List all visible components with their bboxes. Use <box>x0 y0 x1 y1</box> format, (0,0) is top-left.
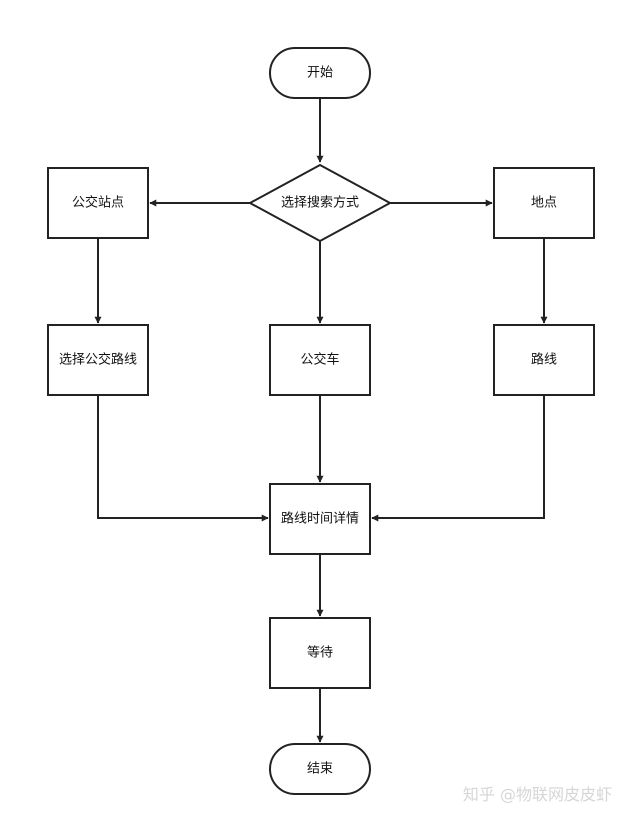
edge-choose-route-to-details <box>97 395 269 522</box>
node-choose-route: 选择公交路线 <box>47 324 149 396</box>
node-end: 结束 <box>269 743 371 795</box>
start-label: 开始 <box>307 66 333 81</box>
choose-label: 选择搜索方式 <box>281 195 359 211</box>
place-box <box>493 167 595 239</box>
place-label: 地点 <box>531 196 557 211</box>
start-terminator <box>269 47 371 99</box>
choose-decision <box>247 163 393 243</box>
choose-route-box <box>47 324 149 396</box>
wait-label: 等待 <box>307 645 333 661</box>
route-box <box>493 324 595 396</box>
route-label: 路线 <box>531 352 557 368</box>
node-place: 地点 <box>493 167 595 239</box>
stop-label: 公交站点 <box>72 195 124 211</box>
node-wait: 等待 <box>269 617 371 689</box>
node-details: 路线时间详情 <box>269 483 371 555</box>
watermark: 知乎 @物联网皮皮虾 <box>463 785 612 804</box>
node-route: 路线 <box>493 324 595 396</box>
bus-box <box>269 324 371 396</box>
wait-box <box>269 617 371 689</box>
details-box <box>269 483 371 555</box>
edge-route-to-details <box>371 395 545 522</box>
end-label: 结束 <box>307 762 333 777</box>
node-start: 开始 <box>269 47 371 99</box>
stop-box <box>47 167 149 239</box>
details-label: 路线时间详情 <box>281 511 359 527</box>
choose-route-label: 选择公交路线 <box>59 352 137 368</box>
node-stop: 公交站点 <box>47 167 149 239</box>
end-terminator <box>269 743 371 795</box>
bus-label: 公交车 <box>300 352 339 368</box>
node-bus: 公交车 <box>269 324 371 396</box>
node-choose: 选择搜索方式 <box>247 163 393 243</box>
